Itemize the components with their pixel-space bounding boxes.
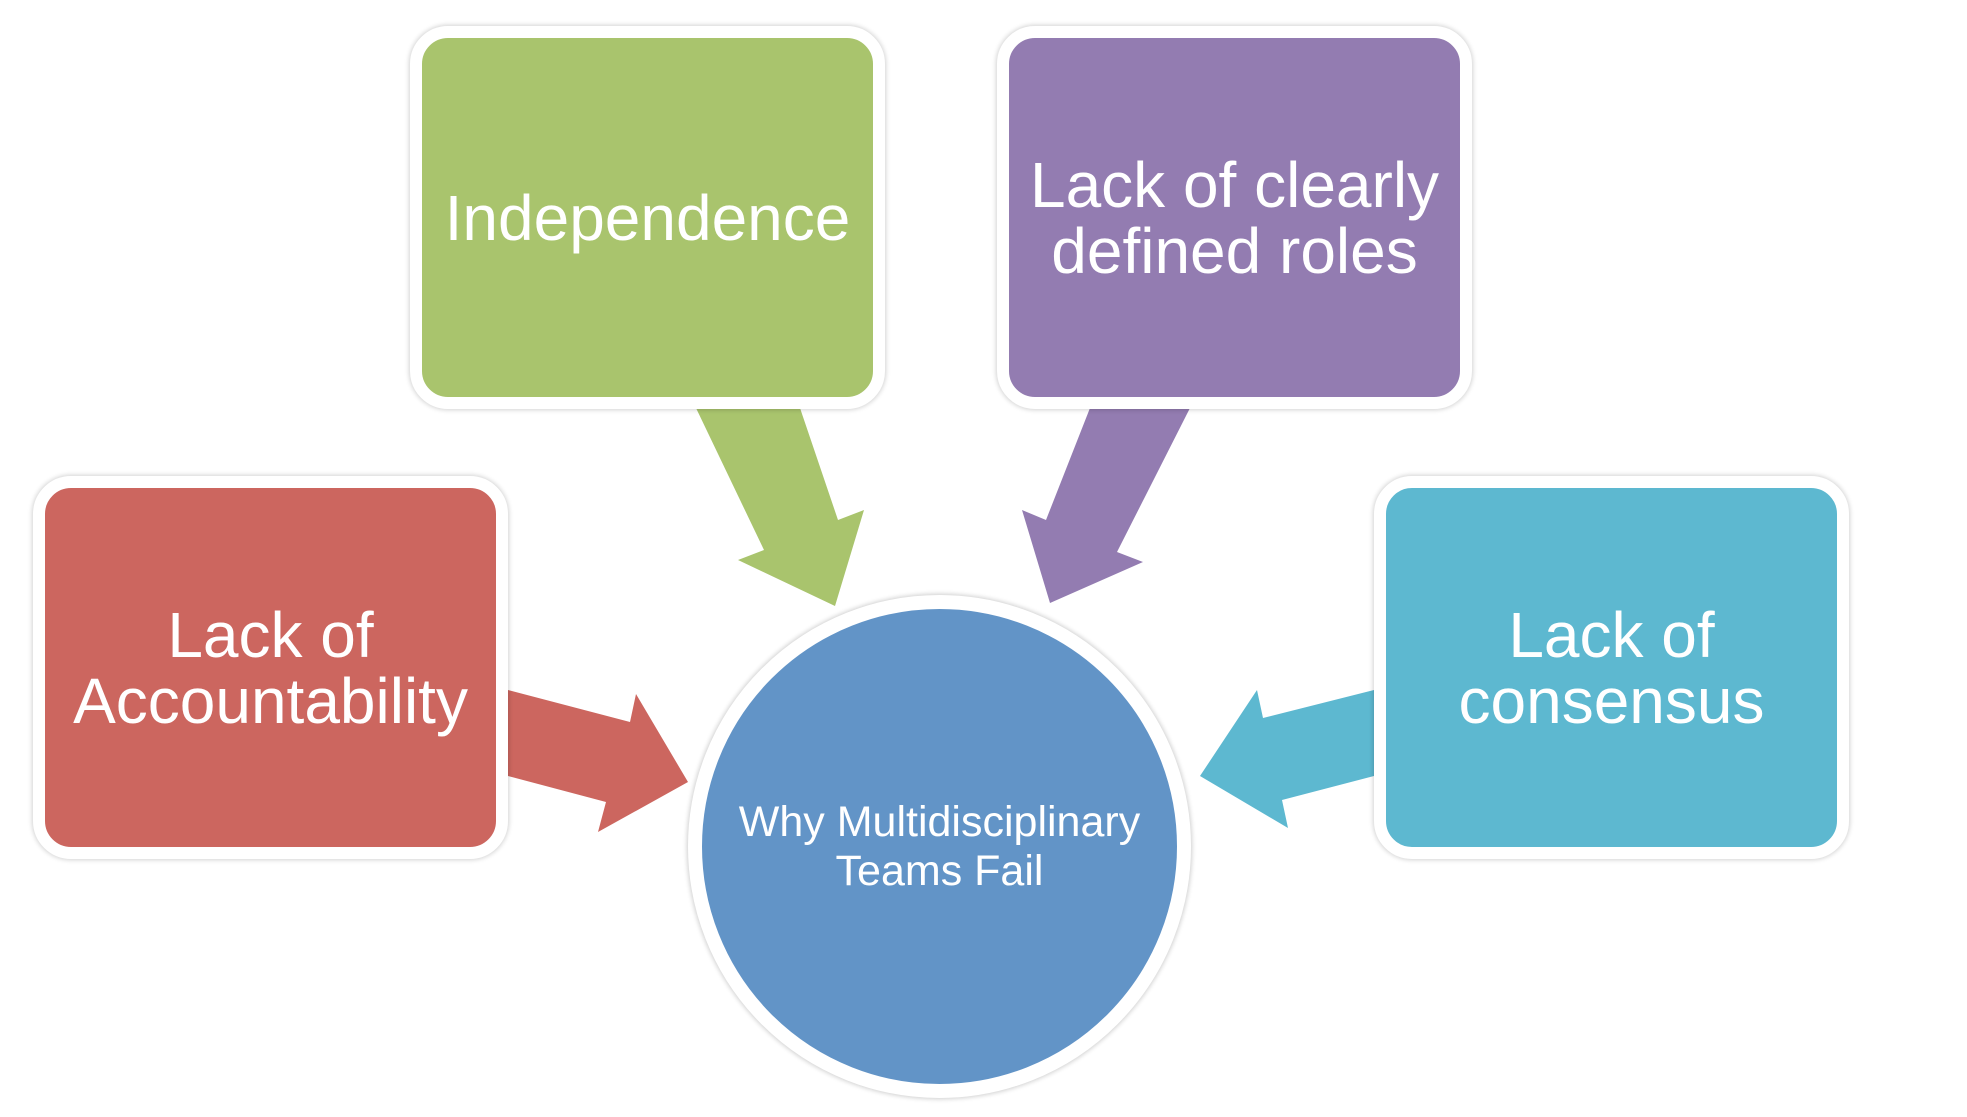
center-label: Why Multidisciplinary Teams Fail <box>738 797 1141 895</box>
node-independence: Independence <box>410 26 885 409</box>
arrow-consensus <box>1200 690 1374 828</box>
center-circle: Why Multidisciplinary Teams Fail <box>688 595 1191 1098</box>
node-accountability-label: Lack of Accountability <box>73 598 468 737</box>
node-lack-of-defined-roles: Lack of clearly defined roles <box>997 26 1472 409</box>
node-lack-of-accountability: Lack of Accountability <box>33 476 508 859</box>
node-lack-of-consensus: Lack of consensus <box>1374 476 1849 859</box>
arrow-independence <box>696 408 864 606</box>
arrow-accountability <box>508 690 688 832</box>
node-consensus-label: Lack of consensus <box>1458 598 1765 737</box>
node-roles-label: Lack of clearly defined roles <box>1029 148 1440 287</box>
arrow-roles <box>1022 408 1190 603</box>
node-independence-label: Independence <box>444 181 851 254</box>
